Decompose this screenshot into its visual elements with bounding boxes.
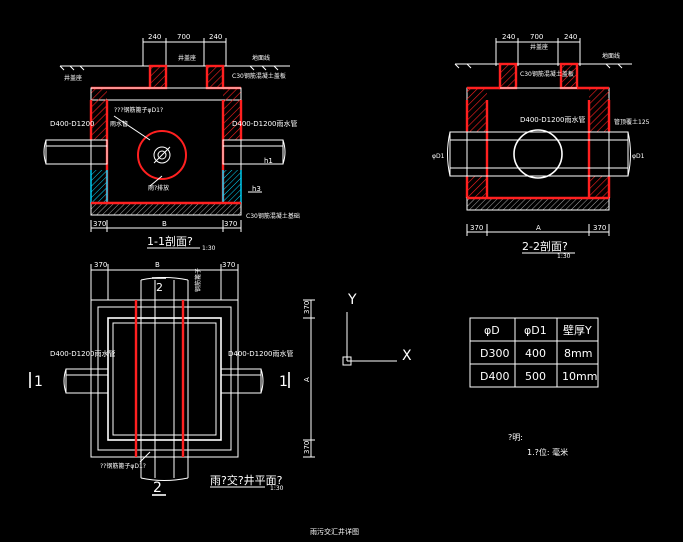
label-depth-2: 管顶覆土125 — [614, 118, 650, 126]
dim-bottom-left-2: 370 — [470, 224, 483, 232]
cut-1-right: 1 — [279, 374, 288, 390]
label-plan-grate: ??钢筋篦子φD1? — [100, 462, 146, 470]
dim-side-top: 370 — [303, 301, 311, 314]
label-left-d: φD1 — [432, 153, 445, 160]
label-ground-2: 地面线 — [602, 52, 620, 60]
label-right-pipe: D400-D1200雨水管 — [232, 119, 297, 128]
dim-mid-2: 700 — [530, 33, 543, 41]
section-1-1: 240 700 240 地面线 井盖座 井盖座 C30钢筋混凝土盖板 — [43, 33, 300, 252]
dim-bottom-right: 370 — [224, 220, 237, 228]
dim-bottom-right-2: 370 — [593, 224, 606, 232]
label-ground: 地面线 — [252, 54, 270, 62]
label-outlet: 雨?排放 — [148, 184, 169, 192]
label-cover-2: C30钢筋混凝土盖板 — [520, 70, 574, 78]
dim-plan-mid: B — [155, 261, 160, 269]
table-cell: 500 — [525, 370, 546, 383]
table-cell: D300 — [480, 347, 509, 360]
table-cell: 400 — [525, 347, 546, 360]
notes-heading: ?明: — [508, 433, 523, 442]
plan-title: 雨?交?井平面? — [210, 473, 283, 487]
label-base: C30钢筋混凝土基础 — [246, 212, 300, 220]
table-cell: 8mm — [564, 347, 592, 360]
section-1-scale: 1:30 — [202, 245, 216, 252]
table-cell: D400 — [480, 370, 509, 383]
dim-left-2: 240 — [502, 33, 515, 41]
dim-plan-left: 370 — [94, 261, 107, 269]
label-plan-right-pipe: D400-D1200雨水管 — [228, 349, 293, 358]
section-2-scale: 1:30 — [557, 253, 571, 260]
label-right-d: φD1 — [632, 153, 645, 160]
label-pipe-2: D400-D1200雨水管 — [520, 115, 585, 124]
dim-plan-right: 370 — [222, 261, 235, 269]
notes-line-1: 1.?位: 毫米 — [527, 447, 568, 457]
table-header-thickness: 壁厚Y — [563, 323, 592, 337]
cut-2-bottom: 2 — [153, 480, 162, 496]
plan-view: 370 B 370 钢筋篦子 D400-D1200雨水管 D400-D1200雨… — [29, 261, 315, 496]
axis-x-label: X — [402, 348, 412, 364]
cut-1-left: 1 — [34, 374, 43, 390]
label-cover-small: 井盖座 — [64, 74, 82, 82]
drawing-title: 雨污交汇井详图 — [310, 527, 359, 536]
label-h1: h1 — [264, 157, 273, 165]
label-h3: h3 — [252, 185, 261, 193]
section-1-title: 1-1剖面? — [147, 234, 193, 248]
section-2-2: 240 700 240 井盖座 地面线 C30钢筋混凝土盖板 D400-D120… — [432, 33, 650, 260]
label-top-2: 井盖座 — [530, 43, 548, 51]
label-left-pipe: D400-D1200 — [50, 120, 94, 128]
label-frame: 井盖座 — [178, 54, 196, 62]
notes: ?明: 1.?位: 毫米 — [508, 433, 568, 457]
spec-table: φD φD1 壁厚Y D300 400 8mm D400 500 10mm — [469, 317, 599, 388]
label-cover: C30钢筋混凝土盖板 — [232, 72, 286, 80]
dim-right-2: 240 — [564, 33, 577, 41]
ucs-axis-icon: Y X — [342, 292, 412, 366]
dim-mid: 700 — [177, 33, 190, 41]
dim-side-mid: A — [303, 377, 311, 382]
dim-bottom-mid: B — [162, 220, 167, 228]
dim-bottom-left: 370 — [93, 220, 106, 228]
dim-side-bottom: 370 — [303, 441, 311, 454]
axis-y-label: Y — [347, 292, 357, 308]
table-cell: 10mm — [562, 370, 597, 383]
dim-left: 240 — [148, 33, 161, 41]
cut-2-top: 2 — [156, 281, 163, 294]
label-plan-left-pipe: D400-D1200雨水管 — [50, 349, 115, 358]
label-grate: ???钢筋篦子φD1? — [114, 106, 163, 114]
table-header-d: φD — [484, 324, 500, 337]
dim-right: 240 — [209, 33, 222, 41]
label-top-pipe: 钢筋篦子 — [194, 268, 202, 292]
dim-bottom-mid-2: A — [536, 224, 541, 232]
label-left-pipe-suffix: 雨水管 — [110, 120, 128, 128]
plan-scale: 1:30 — [270, 485, 284, 492]
section-2-title: 2-2剖面? — [522, 239, 568, 253]
table-header-d1: φD1 — [524, 324, 547, 337]
